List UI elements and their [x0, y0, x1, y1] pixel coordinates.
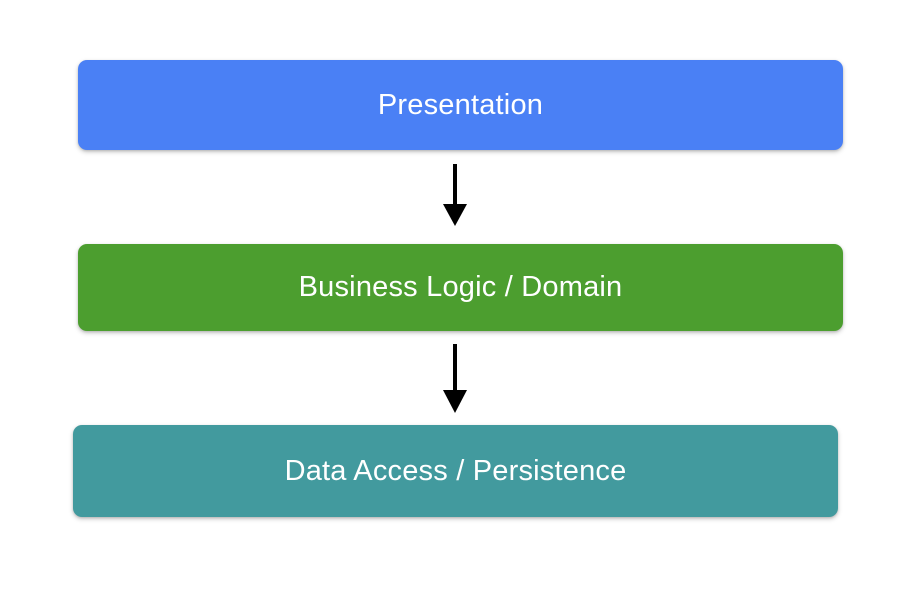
node-business-logic-label: Business Logic / Domain [298, 271, 623, 303]
arrow-presentation-to-business-logic [443, 164, 467, 226]
arrow-business-logic-to-data-access [443, 344, 467, 413]
node-data-access-label: Data Access / Persistence [284, 454, 627, 487]
node-presentation[interactable]: Presentation [78, 60, 843, 150]
node-business-logic[interactable]: Business Logic / Domain [78, 244, 843, 331]
node-presentation-label: Presentation [377, 88, 544, 121]
node-data-access[interactable]: Data Access / Persistence [73, 425, 838, 517]
